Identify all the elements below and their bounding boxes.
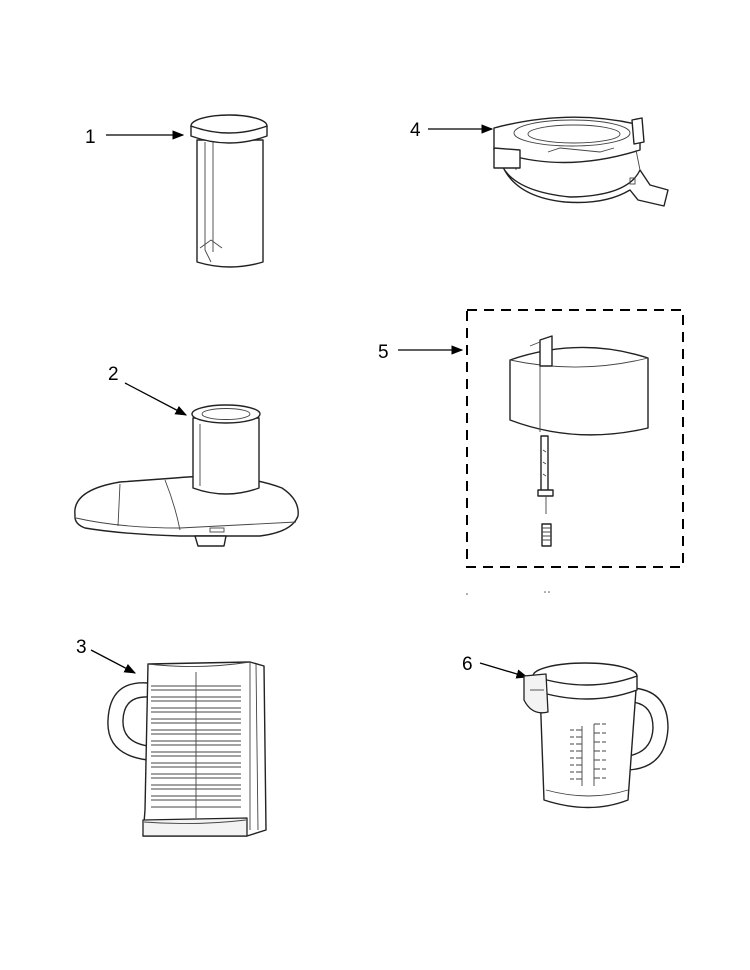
part-6-juice-pitcher: 6 [462, 654, 669, 809]
callout-label-4: 4 [410, 120, 421, 141]
part-3-pulp-container: 3 [76, 637, 267, 837]
assembly-boundary-box [466, 309, 684, 568]
callout-label-6: 6 [462, 654, 473, 675]
pitcher-measurement-scale [570, 723, 606, 786]
callout-label-5: 5 [378, 342, 389, 363]
callout-label-2: 2 [108, 364, 119, 385]
callout-arrow-3 [90, 649, 137, 674]
callout-arrow-2 [124, 382, 188, 416]
callout-label-1: 1 [85, 127, 96, 148]
part-1-food-pusher: 1 [85, 114, 268, 268]
part-2-cover: 2 [74, 364, 299, 547]
callout-label-3: 3 [76, 637, 87, 658]
part-4-bowl-ring: 4 [410, 116, 669, 207]
callout-arrow-6 [479, 662, 529, 679]
part-5-pulp-screen: 5 [378, 309, 684, 595]
